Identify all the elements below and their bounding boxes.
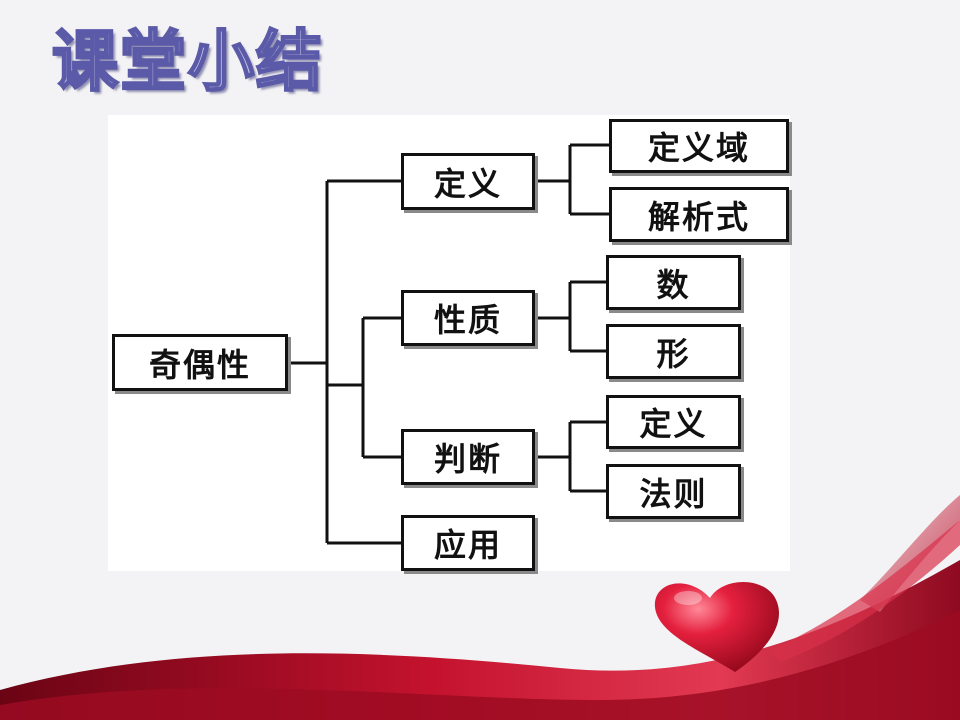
node-domain: 定义域 [609, 119, 789, 173]
heart-shape [654, 581, 779, 672]
node-root: 奇偶性 [112, 334, 288, 391]
node-number: 数 [606, 255, 741, 310]
slide-title: 课堂小结 [51, 22, 324, 102]
node-branch-definition: 定义 [401, 153, 535, 210]
node-branch-property: 性质 [401, 290, 535, 346]
heart-highlight [674, 591, 702, 605]
connector-lines [288, 143, 609, 545]
ribbon-back [0, 560, 960, 720]
concept-map: 奇偶性 定义 定义域 解析式 性质 数 形 判断 定义 法则 应用 [108, 115, 790, 571]
node-branch-application: 应用 [401, 515, 535, 571]
node-expression: 解析式 [609, 187, 789, 242]
node-branch-judgement: 判断 [401, 429, 535, 485]
ribbon-front [0, 610, 960, 720]
ribbon-edge [770, 520, 960, 662]
node-definition: 定义 [606, 395, 741, 449]
node-rule: 法则 [606, 464, 741, 519]
node-shape: 形 [606, 324, 741, 379]
